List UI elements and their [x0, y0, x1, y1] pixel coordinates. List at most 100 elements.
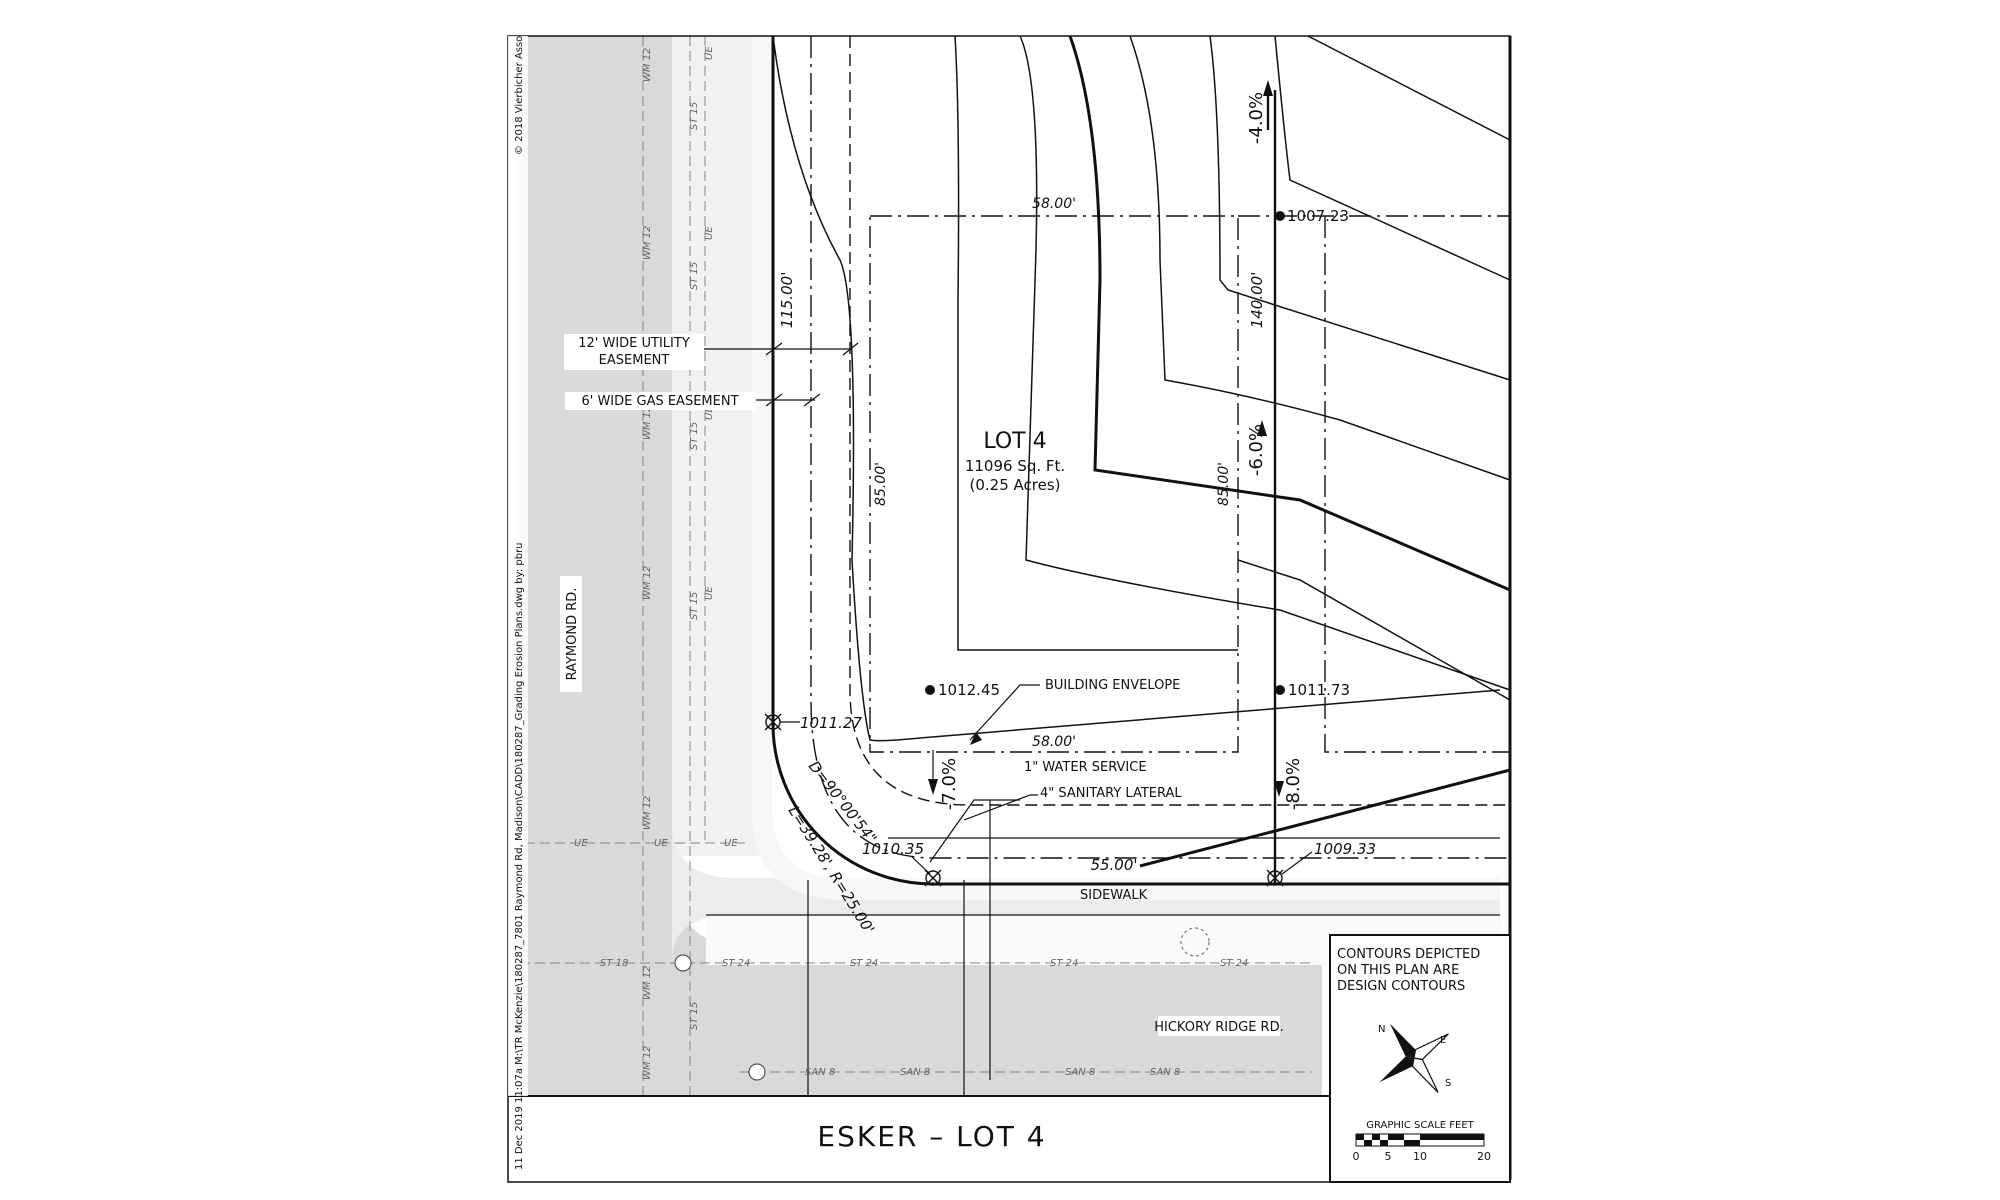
contour-1011 — [954, 35, 1238, 651]
point-nw-env — [925, 685, 935, 695]
tag-ue-2: UE — [704, 226, 715, 240]
tag-st15-1: ST 15 — [689, 102, 700, 130]
utility-tags: WM 12 WM 12 WM 12 WM 12 WM 12 WM 12 WM 1… — [574, 46, 1248, 1081]
water-service-label: 1" WATER SERVICE — [1024, 760, 1147, 775]
elev-nw-env: 1012.45 — [938, 681, 1000, 699]
tag-ue-5: UE — [574, 838, 588, 849]
contour-1008 — [1209, 35, 1511, 381]
south-letter: S — [1445, 1078, 1451, 1089]
contours-note-1: CONTOURS DEPICTED — [1337, 947, 1480, 962]
contours — [772, 35, 1511, 868]
tag-san8-3: SAN 8 — [1065, 1067, 1095, 1078]
copyright-text: © 2018 Vierbicher Asso — [514, 36, 525, 155]
utility-easement-label-1: 12' WIDE UTILITY — [578, 336, 690, 351]
tag-st15-4: ST 15 — [689, 592, 700, 620]
north-arrow-icon — [1379, 1023, 1449, 1093]
ue-tick-1 — [765, 342, 783, 356]
tag-wm-5: WM 12 — [642, 796, 653, 830]
scale-tick-5: 5 — [1385, 1150, 1392, 1163]
tag-st15-3: ST 15 — [689, 422, 700, 450]
contour-1007 — [1274, 35, 1511, 281]
slope-south-east: -8.0% — [1283, 758, 1304, 810]
tag-san8-1: SAN 8 — [805, 1067, 835, 1078]
se-slope-arrowhead — [1274, 781, 1284, 797]
gas-tick-2 — [803, 393, 821, 407]
utility-easement-label-2: EASEMENT — [599, 353, 670, 368]
contour-1009 — [1129, 35, 1511, 481]
tag-ue-6: UE — [654, 838, 668, 849]
sanitary-lateral-label: 4" SANITARY LATERAL — [1040, 786, 1182, 801]
dim-west-lot: 115.00' — [778, 272, 796, 329]
tag-wm-1: WM 12 — [642, 48, 653, 82]
contour-1006 — [1307, 35, 1511, 141]
tag-ue-3: UE — [704, 406, 715, 420]
utility-easement-boundary — [849, 36, 1510, 806]
contour-1011-east — [1237, 559, 1511, 701]
scale-tick-0: 0 — [1353, 1150, 1360, 1163]
sheet-title: ESKER – LOT 4 — [817, 1120, 1046, 1153]
elev-se-corner: 1009.33 — [1314, 840, 1376, 858]
elev-ne: 1007.23 — [1287, 207, 1349, 225]
dimensions: 58.00' 58.00' 85.00' 85.00' 115.00' 140.… — [778, 196, 1266, 937]
point-se-env — [1275, 685, 1285, 695]
contour-1010 — [1019, 35, 1511, 691]
tag-ue-7: UE — [724, 838, 738, 849]
east-slope-arrowhead — [1257, 420, 1267, 436]
dim-south-lot: 55.00' — [1090, 856, 1137, 874]
tag-ue-1: UE — [704, 46, 715, 60]
callouts: 12' WIDE UTILITY EASEMENT 6' WIDE GAS EA… — [560, 334, 1284, 1036]
elev-curve-end: 1010.35 — [862, 840, 924, 858]
curve-end-marker — [924, 869, 942, 887]
elev-curve-start: 1011.27 — [800, 714, 862, 732]
envelope-leader-arrowhead — [970, 732, 982, 745]
contour-1010-south — [1139, 768, 1511, 868]
file-info-text: 11 Dec 2019 11:07a M:\TR McKenzie\180287… — [514, 542, 525, 1170]
east-letter: E — [1440, 1035, 1446, 1046]
slope-north: -4.0% — [1246, 92, 1267, 144]
storm-manhole-icon — [674, 954, 692, 972]
sidewalk-label: SIDEWALK — [1080, 888, 1148, 903]
contours-note-2: ON THIS PLAN ARE — [1337, 963, 1459, 978]
tag-st24-1: ST 24 — [722, 958, 750, 969]
scale-label: GRAPHIC SCALE FEET — [1366, 1120, 1474, 1131]
dim-west-env: 85.00' — [873, 462, 889, 506]
contour-1012 — [772, 35, 1501, 742]
curve-end-leader — [911, 856, 931, 875]
tag-wm-7: WM 12 — [642, 1046, 653, 1080]
gas-easement-line — [810, 36, 1510, 859]
tag-san8-2: SAN 8 — [900, 1067, 930, 1078]
dim-east-lot: 140.00' — [1248, 272, 1266, 329]
contour-1010-major — [1068, 35, 1511, 592]
lot-area-sqft: 11096 Sq. Ft. — [965, 457, 1065, 475]
gas-tick-1 — [765, 393, 783, 407]
north-slope-arrowhead — [1263, 80, 1273, 96]
tag-st15-5: ST 15 — [689, 1002, 700, 1030]
tag-wm-6: WM 12 — [642, 966, 653, 1000]
tag-st24-3: ST 24 — [1050, 958, 1078, 969]
building-envelope-label: BUILDING ENVELOPE — [1045, 678, 1180, 693]
lot-boundary-west-south — [771, 36, 1510, 886]
tag-st24-4: ST 24 — [1220, 958, 1248, 969]
tag-wm-2: WM 12 — [642, 226, 653, 260]
slope-south-west: -7.0% — [939, 758, 960, 810]
tag-st24-2: ST 24 — [850, 958, 878, 969]
water-service-leader — [929, 799, 1020, 863]
north-letter: N — [1378, 1024, 1385, 1035]
elevation-points: 1007.23 1012.45 1011.73 1011.27 1010.35 … — [764, 207, 1376, 887]
gas-easement-label: 6' WIDE GAS EASEMENT — [581, 394, 738, 409]
lot-area-acres: (0.25 Acres) — [970, 476, 1061, 494]
sanitary-lateral-leader — [963, 794, 1038, 821]
raymond-road-label: RAYMOND RD. — [565, 588, 580, 681]
utility-lines — [520, 36, 1500, 1096]
tag-wm-4: WM 12 — [642, 566, 653, 600]
building-envelope — [869, 215, 1239, 753]
lot-label: LOT 4 11096 Sq. Ft. (0.25 Acres) — [965, 429, 1065, 494]
dim-bottom-env: 58.00' — [1032, 734, 1076, 750]
tag-st15-2: ST 15 — [689, 262, 700, 290]
tag-wm-3: WM 12 — [642, 406, 653, 440]
graphic-scale-bar — [1355, 1133, 1485, 1147]
dim-east-env: 85.00' — [1216, 462, 1232, 506]
slope-east: -6.0% — [1246, 424, 1267, 476]
building-envelope-leader — [969, 684, 1040, 741]
